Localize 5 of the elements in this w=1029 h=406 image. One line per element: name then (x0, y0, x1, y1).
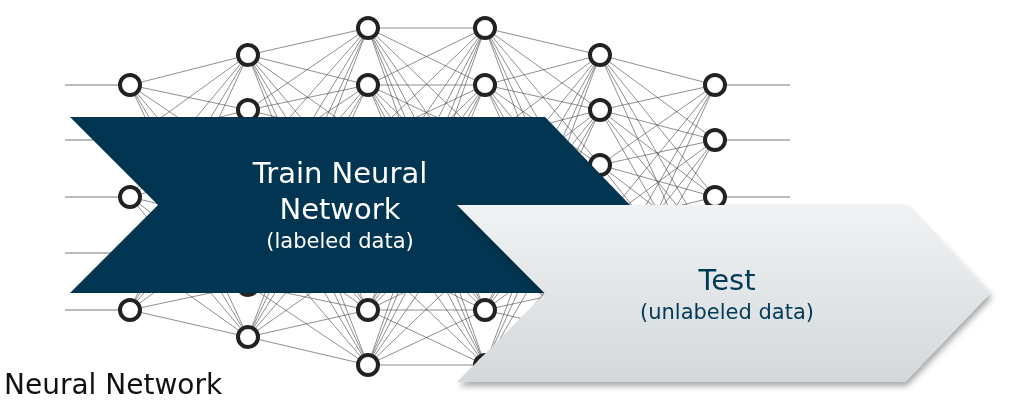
step-subtitle: (labeled data) (266, 228, 414, 255)
step-subtitle: (unlabeled data) (640, 298, 814, 326)
diagram-caption: Neural Network (4, 368, 223, 402)
step-title: Test (698, 261, 756, 298)
step-title: Train Neural Network (251, 155, 429, 227)
